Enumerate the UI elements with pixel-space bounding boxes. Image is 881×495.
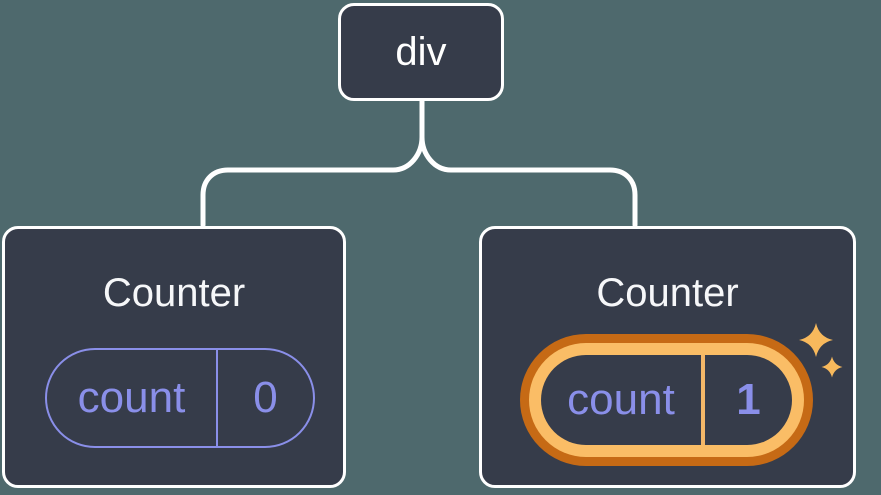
connector-branch-left [200,134,425,228]
state-key: count [47,350,218,446]
sparkles-icon [799,323,843,378]
state-pill-highlight-ring: count 1 [520,334,813,466]
state-value: 1 [736,375,761,424]
root-node-label: div [395,30,447,74]
card-title: Counter [596,271,739,315]
state-pill: count 0 [45,348,315,448]
counter-card-right: Counter count 1 [479,226,856,488]
sparkle-star-small [821,356,843,378]
state-pill-highlight-inner-ring: count 1 [529,343,804,457]
connector-branch-right [419,134,638,228]
card-title: Counter [102,271,246,315]
state-key: count [541,355,705,445]
root-node: div [338,3,504,101]
sparkle-star-large [799,323,833,357]
state-pill-highlighted: count 1 [541,355,792,445]
counter-card-left: Counter count 0 [2,226,346,488]
state-value: 0 [253,373,278,422]
